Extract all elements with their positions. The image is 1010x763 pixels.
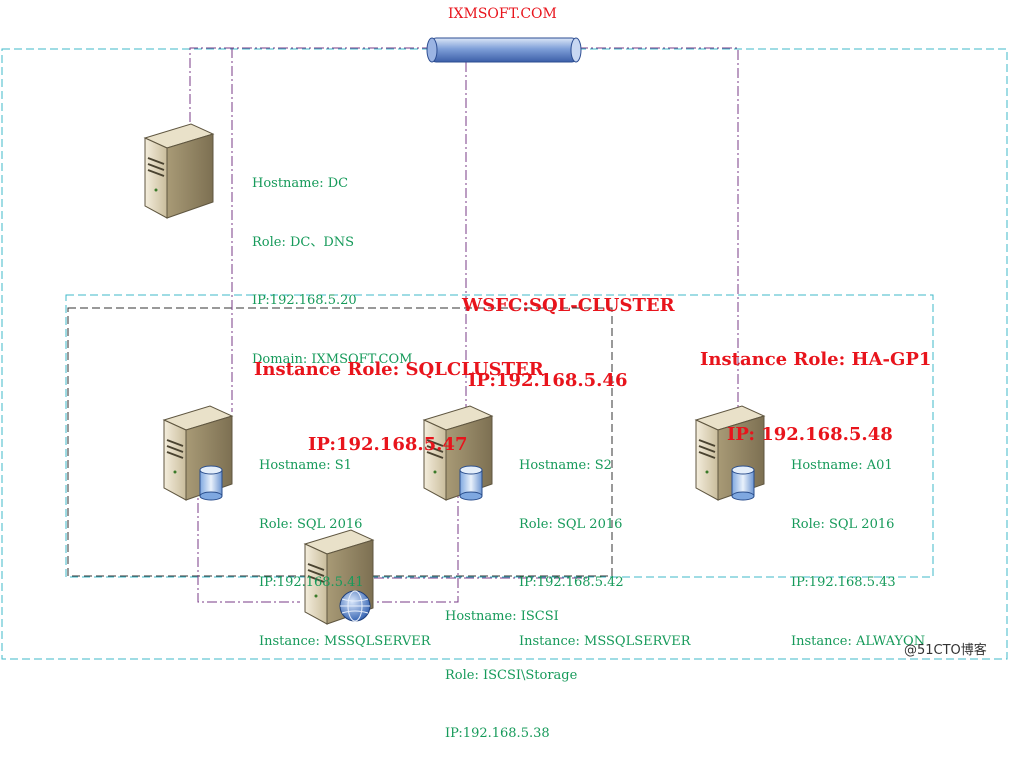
role-sqlcluster-info: Instance Role: SQLCLUSTER IP:192.168.5.4… — [254, 307, 544, 482]
domain-boundary — [1, 48, 1008, 660]
cluster-name: WSFC:SQL-CLUSTER — [462, 295, 675, 316]
server-iscsi-hostname: Hostname: ISCSI — [445, 609, 559, 624]
server-s2-info: Hostname: S2 Role: SQL 2016 IP:192.168.5… — [519, 417, 691, 671]
server-s2-ip: IP:192.168.5.42 — [519, 575, 624, 590]
database-icon — [199, 465, 223, 501]
globe-icon — [339, 590, 371, 622]
server-a01-icon — [694, 405, 766, 501]
server-a01-instance: Instance: ALWAYON — [791, 633, 926, 649]
server-s2-role: Role: SQL 2016 — [519, 516, 623, 532]
server-dc-role: Role: DC、DNS — [252, 234, 355, 250]
role-hagp-info: Instance Role: HA-GP1 IP: 192.168.5.48 — [700, 297, 931, 472]
server-iscsi-role: Role: ISCSI\Storage — [445, 667, 578, 683]
server-iscsi-info: Hostname: ISCSI Role: ISCSI\Storage IP:1… — [445, 568, 577, 763]
server-dc-ip: IP:192.168.5.20 — [252, 293, 357, 308]
domain-title: IXMSOFT.COM — [448, 6, 557, 22]
server-s1-info: Hostname: S1 Role: SQL 2016 IP:192.168.5… — [259, 417, 431, 671]
server-s2-hostname: Hostname: S2 — [519, 458, 612, 473]
watermark: @51CTO博客 — [904, 643, 987, 658]
server-iscsi-icon — [303, 529, 375, 625]
role-hagp-ip: IP: 192.168.5.48 — [727, 424, 893, 445]
server-dc-domain: Domain: IXMSOFT.COM — [252, 351, 413, 367]
server-s2-instance: Instance: MSSQLSERVER — [519, 633, 691, 649]
role-sqlcluster-name: Instance Role: SQLCLUSTER — [254, 359, 544, 380]
server-s2-icon — [422, 405, 494, 501]
server-s1-icon — [162, 405, 234, 501]
server-iscsi-ip: IP:192.168.5.38 — [445, 726, 550, 741]
server-a01-info: Hostname: A01 Role: SQL 2016 IP:192.168.… — [791, 417, 925, 671]
network-diagram-lines — [1, 37, 1008, 660]
database-icon — [459, 465, 483, 501]
cluster-ip: IP:192.168.5.46 — [468, 370, 628, 391]
network-links — [189, 47, 739, 603]
role-hagp-name: Instance Role: HA-GP1 — [700, 349, 932, 370]
database-icon — [731, 465, 755, 501]
server-s1-ip: IP:192.168.5.41 — [259, 575, 364, 590]
cluster-info: WSFC:SQL-CLUSTER IP:192.168.5.46 — [462, 243, 675, 418]
server-a01-role: Role: SQL 2016 — [791, 516, 895, 532]
server-dc-icon — [143, 123, 215, 219]
network-switch-icon — [426, 37, 582, 63]
server-a01-hostname: Hostname: A01 — [791, 458, 893, 473]
server-s1-hostname: Hostname: S1 — [259, 458, 352, 473]
server-a01-ip: IP:192.168.5.43 — [791, 575, 896, 590]
server-dc-hostname: Hostname: DC — [252, 176, 349, 191]
server-s1-instance: Instance: MSSQLSERVER — [259, 633, 431, 649]
role-sqlcluster-ip: IP:192.168.5.47 — [308, 434, 468, 455]
server-dc-info: Hostname: DC Role: DC、DNS IP:192.168.5.2… — [252, 135, 412, 389]
wsfc-boundary — [65, 294, 934, 578]
server-s1-role: Role: SQL 2016 — [259, 516, 363, 532]
